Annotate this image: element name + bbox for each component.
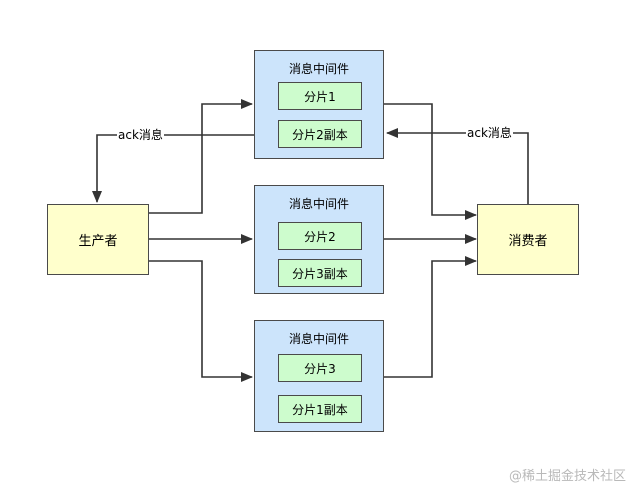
broker-title: 消息中间件 [288,62,349,76]
producer-node: 生产者 [47,204,149,275]
ack-label-producer: ack消息 [117,128,164,142]
producer-label: 生产者 [78,234,118,249]
watermark: @稀土掘金技术社区 [508,469,626,484]
broker-node-3: 消息中间件 分片3 分片1副本 [254,320,384,432]
broker-title: 消息中间件 [288,332,349,346]
edge-broker1-to-consumer [384,103,477,220]
broker-title: 消息中间件 [288,197,349,211]
shard-replica-box: 分片2副本 [278,120,362,148]
shard-replica-box: 分片1副本 [278,395,362,423]
shard-box: 分片3 [278,354,362,382]
edge-consumer-ack-to-broker1 [386,128,529,205]
edge-broker3-to-consumer [384,256,477,378]
consumer-label: 消费者 [508,234,548,249]
edge-producer-to-broker1 [149,99,253,214]
ack-label-consumer: ack消息 [466,126,513,140]
shard-box: 分片1 [278,82,362,110]
shard-box: 分片2 [278,222,362,250]
broker-node-1: 消息中间件 分片1 分片2副本 [254,50,384,159]
consumer-node: 消费者 [477,204,579,275]
edge-producer-to-broker3 [149,260,253,382]
edge-broker1-ack-to-producer [92,134,255,203]
broker-node-2: 消息中间件 分片2 分片3副本 [254,185,384,294]
shard-replica-box: 分片3副本 [278,259,362,287]
